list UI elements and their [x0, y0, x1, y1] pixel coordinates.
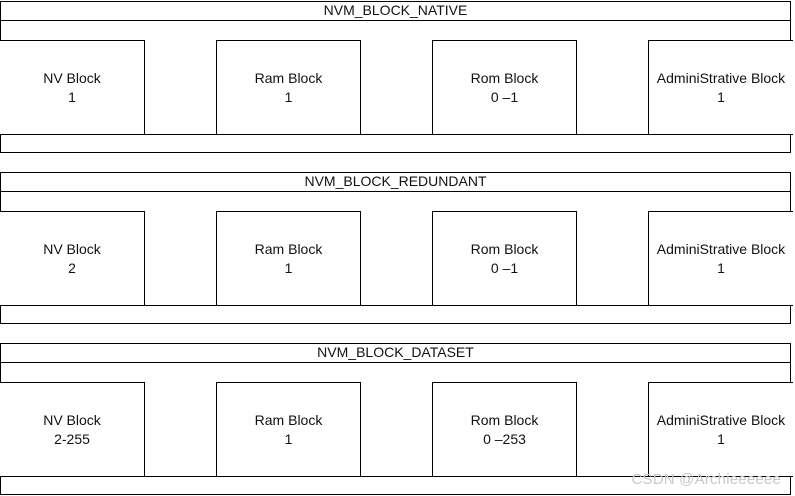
block-count: 0 –1	[490, 259, 519, 276]
block-name: AdminiStrative Block	[656, 240, 786, 257]
block-name: AdminiStrative Block	[656, 69, 786, 86]
block-name: NV Block	[43, 240, 101, 257]
group-nvm-block-dataset: NVM_BLOCK_DATASET NV Block 2-255 Ram Blo…	[0, 343, 793, 496]
group-title: NVM_BLOCK_DATASET	[317, 344, 474, 360]
nv-block: NV Block 2	[0, 211, 145, 306]
title-divider	[0, 362, 791, 363]
block-count: 1	[284, 430, 293, 447]
block-count: 1	[717, 88, 725, 105]
ram-block: Ram Block 1	[216, 40, 361, 135]
watermark: CSDN @Archieeeeee	[631, 471, 781, 488]
bottom-divider	[0, 476, 791, 477]
administrative-block: AdminiStrative Block 1	[648, 382, 793, 477]
ram-block: Ram Block 1	[216, 382, 361, 477]
nv-block: NV Block 1	[0, 40, 145, 135]
block-name: NV Block	[43, 411, 101, 428]
rom-block: Rom Block 0 –1	[432, 40, 577, 135]
bottom-divider	[0, 305, 791, 306]
title-divider	[0, 20, 791, 21]
rom-block: Rom Block 0 –253	[432, 382, 577, 477]
block-count: 1	[284, 259, 293, 276]
title-divider	[0, 191, 791, 192]
group-nvm-block-redundant: NVM_BLOCK_REDUNDANT NV Block 2 Ram Block…	[0, 172, 793, 325]
block-name: AdminiStrative Block	[656, 411, 786, 428]
administrative-block: AdminiStrative Block 1	[648, 211, 793, 306]
block-name: Ram Block	[254, 411, 323, 428]
block-count: 2-255	[54, 430, 90, 447]
administrative-block: AdminiStrative Block 1	[648, 40, 793, 135]
block-count: 1	[717, 430, 725, 447]
group-title: NVM_BLOCK_NATIVE	[323, 2, 468, 18]
block-count: 1	[284, 88, 293, 105]
bottom-divider	[0, 134, 791, 135]
group-title: NVM_BLOCK_REDUNDANT	[304, 173, 487, 189]
block-count: 0 –253	[483, 430, 526, 447]
block-count: 2	[68, 259, 76, 276]
group-nvm-block-native: NVM_BLOCK_NATIVE NV Block 1 Ram Block 1 …	[0, 1, 793, 154]
block-count: 0 –1	[490, 88, 519, 105]
block-name: Rom Block	[470, 411, 539, 428]
ram-block: Ram Block 1	[216, 211, 361, 306]
block-name: NV Block	[43, 69, 101, 86]
block-count: 1	[717, 259, 725, 276]
nv-block: NV Block 2-255	[0, 382, 145, 477]
block-name: Rom Block	[470, 69, 539, 86]
block-name: Ram Block	[254, 69, 323, 86]
block-name: Ram Block	[254, 240, 323, 257]
rom-block: Rom Block 0 –1	[432, 211, 577, 306]
block-name: Rom Block	[470, 240, 539, 257]
block-count: 1	[68, 88, 76, 105]
